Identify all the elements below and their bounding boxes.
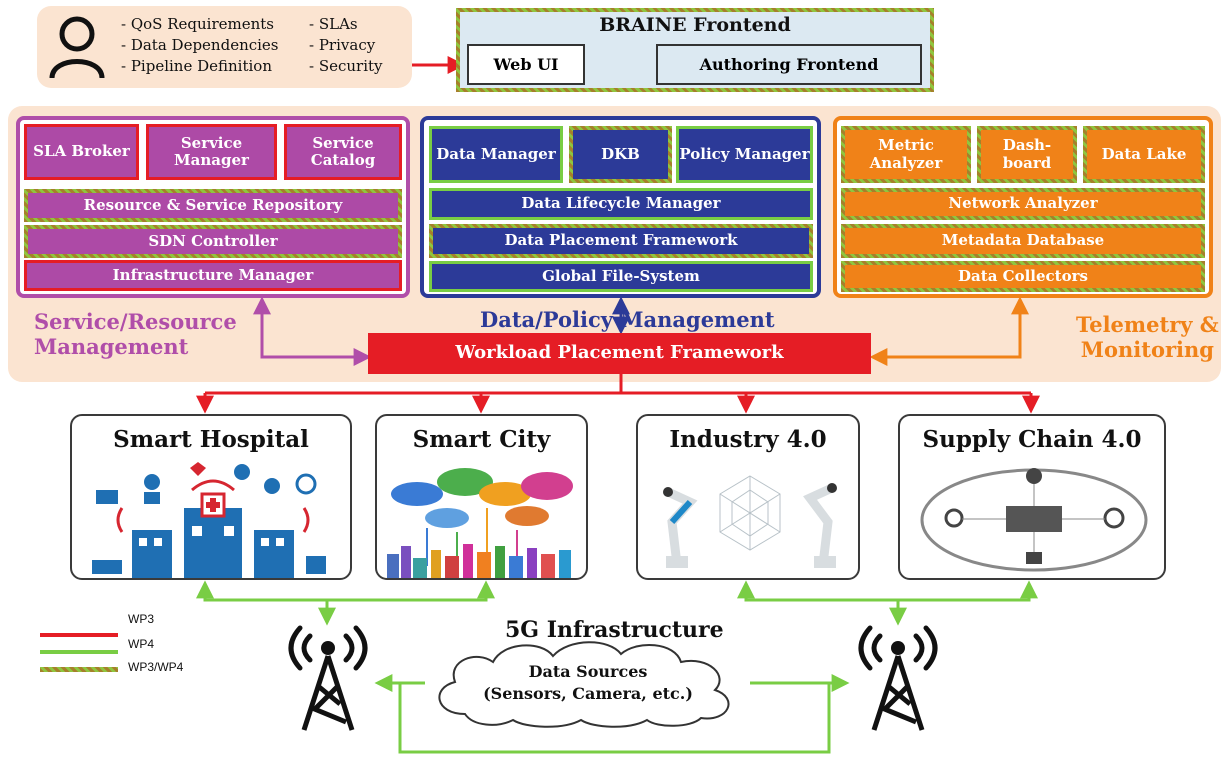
requirement-item: - Security [309, 57, 383, 75]
telemetry-label: Telemetry & Monitoring [1076, 312, 1219, 362]
data-sources: Data Sources (Sensors, Camera, etc.) [440, 661, 736, 705]
resource-service-repository: Resource & Service Repository [24, 189, 402, 222]
smart-city-card: Smart City [375, 414, 588, 580]
service-manager: Service Manager [146, 124, 277, 180]
supply-chain-card: Supply Chain 4.0 [898, 414, 1166, 580]
frontend-title: BRAINE Frontend [599, 14, 791, 36]
sla-broker: SLA Broker [24, 124, 139, 180]
authoring-frontend-box: Authoring Frontend [656, 44, 922, 85]
data-sources-line: Data Sources [528, 662, 648, 681]
hospital-city-to-tower [196, 580, 495, 602]
service-catalog-label: Service Catalog [310, 133, 376, 169]
web-ui-box: Web UI [467, 44, 585, 85]
user-icon [49, 16, 105, 79]
web-ui-label: Web UI [493, 55, 559, 74]
infrastructure-manager-label: Infrastructure Manager [112, 265, 314, 284]
braine-frontend: BRAINE Frontend Web UI Authoring Fronten… [456, 8, 934, 92]
service-to-workload-arrow [253, 296, 372, 366]
industry-supply-to-tower [737, 580, 1038, 602]
data-lifecycle-manager: Data Lifecycle Manager [429, 188, 813, 220]
supply-chain-title: Supply Chain 4.0 [922, 426, 1142, 453]
workload-label: Workload Placement Framework [455, 342, 784, 364]
data-manager: Data Manager [429, 126, 563, 183]
dashboard: Dash- board [977, 126, 1077, 183]
cell-tower-icon [858, 625, 938, 731]
service-management-label: Service/Resource Management [34, 309, 237, 359]
city-illustration [387, 468, 573, 578]
user-requirements-panel: - QoS Requirements - Data Dependencies -… [37, 6, 412, 88]
service-label-line: Service/Resource [34, 309, 237, 334]
legend-label-wp3-wp4: WP3/WP4 [128, 660, 184, 674]
metadata-database: Metadata Database [841, 224, 1205, 258]
industry-title: Industry 4.0 [669, 426, 827, 453]
metric-analyzer-label: Metric Analyzer [869, 136, 943, 172]
dkb: DKB [569, 126, 672, 183]
data-placement-framework: Data Placement Framework [429, 224, 813, 258]
infrastructure-title: 5G Infrastructure [505, 617, 724, 643]
dkb-label: DKB [601, 144, 640, 163]
network-analyzer-label: Network Analyzer [948, 194, 1098, 213]
global-file-system: Global File-System [429, 261, 813, 292]
sla-broker-label: SLA Broker [33, 142, 130, 161]
legend-label-wp4: WP4 [128, 637, 155, 651]
requirement-item: - Pipeline Definition [121, 57, 272, 75]
cloud-icon [438, 641, 730, 728]
legend-label-wp3: WP3 [128, 612, 155, 626]
legend-swatch-wp3 [40, 633, 118, 637]
service-catalog: Service Catalog [284, 124, 402, 180]
lifecycle-label: Data Lifecycle Manager [521, 194, 721, 213]
hospital-illustration [92, 462, 326, 578]
sdn-controller: SDN Controller [24, 225, 402, 258]
requirements-list-2: - SLAs - Privacy - Security [309, 14, 383, 77]
service-manager-label: Service Manager [174, 133, 249, 169]
requirement-item: - QoS Requirements [121, 15, 274, 33]
legend-swatch-wp3-wp4 [40, 667, 118, 672]
placement-label: Data Placement Framework [504, 231, 738, 250]
smart-hospital-title: Smart Hospital [113, 426, 309, 453]
legend-swatch-wp4 [40, 650, 118, 654]
telemetry-to-workload-arrow [869, 296, 1029, 366]
data-sources-line: (Sensors, Camera, etc.) [483, 684, 693, 703]
smart-hospital-card: Smart Hospital [70, 414, 352, 580]
workload-placement-framework: Workload Placement Framework [368, 333, 871, 374]
data-collectors: Data Collectors [841, 261, 1205, 292]
network-analyzer: Network Analyzer [841, 188, 1205, 220]
requirements-list-1: - QoS Requirements - Data Dependencies -… [121, 14, 279, 77]
authoring-frontend-label: Authoring Frontend [699, 55, 879, 74]
data-collectors-label: Data Collectors [958, 266, 1088, 285]
data-management-label: Data/Policy Management [480, 307, 775, 332]
metadata-db-label: Metadata Database [941, 231, 1105, 250]
service-label-line: Management [34, 334, 189, 360]
smart-city-title: Smart City [412, 426, 551, 453]
requirement-item: - Data Dependencies [121, 36, 279, 54]
policy-manager: Policy Manager [676, 126, 813, 183]
requirement-item: - Privacy [309, 36, 376, 54]
data-lake-label: Data Lake [1101, 144, 1187, 163]
sdn-controller-label: SDN Controller [148, 231, 278, 250]
policy-manager-label: Policy Manager [679, 144, 810, 163]
robot-arms-illustration [663, 475, 837, 568]
dashboard-label: Dash- board [1002, 136, 1052, 172]
telemetry-label-line: Telemetry & [1076, 312, 1219, 337]
requirement-item: - SLAs [309, 15, 358, 33]
resource-repository-label: Resource & Service Repository [83, 195, 343, 214]
telemetry-label-line: Monitoring [1080, 337, 1214, 363]
supply-chain-illustration [920, 468, 1148, 572]
filesystem-label: Global File-System [542, 266, 700, 285]
data-manager-label: Data Manager [436, 144, 556, 163]
infrastructure-manager: Infrastructure Manager [24, 260, 402, 291]
cell-tower-icon [288, 625, 368, 731]
industry-card: Industry 4.0 [636, 414, 860, 580]
metric-analyzer: Metric Analyzer [841, 126, 971, 183]
data-lake: Data Lake [1083, 126, 1205, 183]
legend: WP3 WP4 WP3/WP4 [40, 612, 240, 682]
